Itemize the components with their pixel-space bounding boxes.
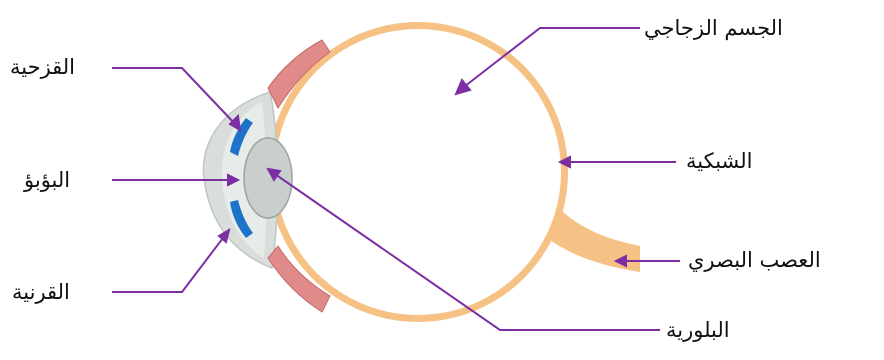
label-lens: البلورية bbox=[666, 317, 730, 343]
label-retina: الشبكية bbox=[686, 148, 753, 174]
label-optic-nerve: العصب البصري bbox=[688, 247, 821, 273]
lens bbox=[244, 138, 292, 218]
label-vitreous: الجسم الزجاجي bbox=[644, 15, 783, 41]
label-cornea: القرنية bbox=[12, 279, 70, 305]
leader-cornea bbox=[112, 234, 226, 292]
leader-iris bbox=[112, 68, 237, 126]
label-pupil: البؤبؤ bbox=[24, 167, 70, 193]
label-iris: القزحية bbox=[10, 54, 75, 80]
